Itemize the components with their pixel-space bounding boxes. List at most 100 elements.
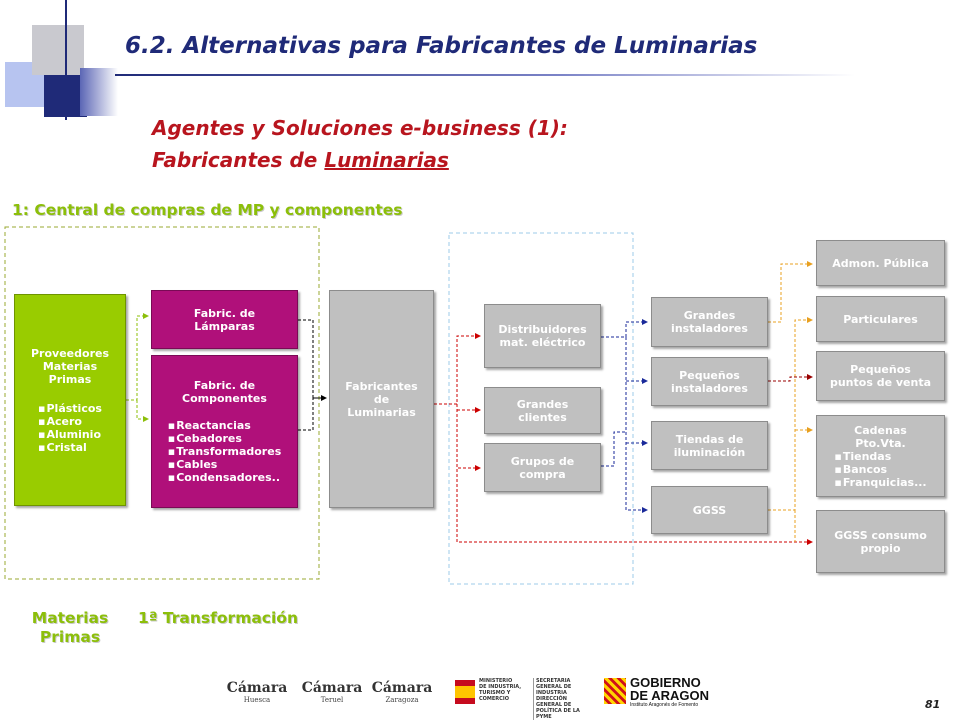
- pequenos-puntos-content: Pequeños puntos de venta: [830, 363, 931, 389]
- aragon-flag-icon: [604, 678, 626, 704]
- ggss-consumo-line1: GGSS consumo: [834, 528, 927, 542]
- pequenos-instaladores-line2: instaladores: [671, 381, 748, 395]
- grandes-clientes-line1: Grandes: [516, 397, 569, 411]
- camara-huesca-logo: Cámara Huesca: [224, 680, 290, 704]
- ministerio-logo: MINISTERIO DE INDUSTRIA, TURISMO Y COMER…: [455, 678, 590, 720]
- fabric-componentes-line2: Componentes: [182, 392, 267, 405]
- camara-zaragoza-name: Cámara: [371, 680, 433, 696]
- decor-square-white-gradient: [80, 68, 118, 116]
- list-item: Franquicias...: [834, 476, 927, 489]
- ministerio-line3: TURISMO Y: [479, 690, 511, 696]
- camara-teruel-logo: Cámara Teruel: [300, 680, 364, 704]
- proveedores-title-line3: Primas: [48, 372, 92, 386]
- decor-square-gray: [32, 25, 84, 75]
- materias-primas-line2: Primas: [39, 628, 101, 646]
- section-label: 1: Central de compras de MP y componente…: [12, 201, 403, 219]
- fabric-componentes-box: Fabric. de Componentes Reactancias Cebad…: [151, 355, 298, 508]
- pequenos-instaladores-box: Pequeños instaladores: [651, 357, 768, 406]
- pequenos-puntos-line2: puntos de venta: [829, 376, 932, 389]
- grandes-instaladores-content: Grandes instaladores: [671, 309, 748, 335]
- subtitle-line2: Fabricantes de Luminarias: [152, 148, 449, 172]
- gobierno-aragon-logo: GOBIERNO DE ARAGON Instituto Aragonés de…: [604, 676, 724, 710]
- materias-primas-label: Materias Primas: [28, 609, 112, 647]
- grandes-instaladores-line2: instaladores: [671, 322, 748, 335]
- page-number: 81: [925, 698, 941, 711]
- grupos-compra-content: Grupos de compra: [511, 455, 574, 481]
- distribuidores-box: Distribuidores mat. eléctrico: [484, 304, 601, 368]
- tiendas-line2: iluminación: [673, 445, 746, 459]
- secretaria-line3: DIRECCIÓN GENERAL DE: [536, 696, 572, 708]
- proveedores-box: Proveedores Materias Primas Plásticos Ac…: [14, 294, 126, 506]
- ggss-box: GGSS: [651, 486, 768, 534]
- cadenas-line2: Pto.Vta.: [855, 436, 906, 450]
- tiendas-iluminacion-content: Tiendas de iluminación: [674, 433, 746, 459]
- gobierno-text: GOBIERNO DE ARAGON Instituto Aragonés de…: [630, 676, 709, 709]
- secretaria-line4: POLÍTICA DE LA PYME: [536, 708, 580, 720]
- fabric-componentes-content: Fabric. de Componentes Reactancias Cebad…: [168, 379, 282, 484]
- subtitle-line1: Agentes y Soluciones e-business (1):: [152, 116, 568, 140]
- gobierno-line3: Instituto Aragonés de Fomento: [630, 702, 699, 708]
- list-item: Bancos: [834, 463, 926, 476]
- fabricantes-luminarias-content: Fabricantes de Luminarias: [345, 380, 417, 419]
- camara-zaragoza-logo: Cámara Zaragoza: [370, 680, 434, 704]
- pequenos-puntos-box: Pequeños puntos de venta: [816, 351, 945, 401]
- proveedores-title-line2: Materias: [42, 359, 98, 373]
- pequenos-puntos-line1: Pequeños: [850, 363, 911, 376]
- secretaria-line1: SECRETARIA GENERAL DE: [536, 678, 572, 690]
- materias-primas-line1: Materias: [31, 609, 109, 627]
- camara-teruel-city: Teruel: [320, 696, 344, 704]
- secretaria-text: SECRETARIA GENERAL DE INDUSTRIA DIRECCIÓ…: [533, 678, 590, 720]
- fabricantes-luminarias-box: Fabricantes de Luminarias: [329, 290, 434, 508]
- list-item: Cables: [168, 458, 282, 471]
- ministerio-text: MINISTERIO DE INDUSTRIA, TURISMO Y COMER…: [479, 678, 521, 702]
- distribuidores-line2: mat. eléctrico: [499, 336, 586, 349]
- decor-vertical-line: [65, 0, 67, 120]
- list-item: Cristal: [38, 441, 102, 454]
- grupos-compra-line1: Grupos de: [510, 454, 575, 468]
- tiendas-iluminacion-box: Tiendas de iluminación: [651, 421, 768, 470]
- page-title: 6.2. Alternativas para Fabricantes de Lu…: [125, 33, 758, 59]
- cadenas-box: Cadenas Pto.Vta. Tiendas Bancos Franquic…: [816, 415, 945, 497]
- cadenas-content: Cadenas Pto.Vta. Tiendas Bancos Franquic…: [834, 424, 927, 489]
- gobierno-line2: DE ARAGON: [630, 688, 709, 703]
- tiendas-line1: Tiendas de: [675, 432, 744, 446]
- camara-teruel-name: Cámara: [301, 680, 363, 696]
- camara-zaragoza-city: Zaragoza: [385, 696, 419, 704]
- list-item: Aluminio: [38, 428, 102, 441]
- pequenos-instaladores-content: Pequeños instaladores: [671, 369, 748, 395]
- particulares-label: Particulares: [843, 312, 918, 326]
- list-item: Acero: [38, 415, 102, 428]
- list-item: Plásticos: [38, 402, 102, 415]
- grandes-clientes-content: Grandes clientes: [517, 398, 569, 424]
- camara-huesca-name: Cámara: [226, 680, 288, 696]
- grandes-clientes-box: Grandes clientes: [484, 387, 601, 434]
- grandes-instaladores-line1: Grandes: [683, 309, 736, 322]
- pequenos-instaladores-line1: Pequeños: [679, 368, 740, 382]
- secretaria-line2: INDUSTRIA: [536, 690, 567, 696]
- fabric-lamparas-line1: Fabric. de: [193, 306, 256, 320]
- admon-publica-box: Admon. Pública: [816, 240, 945, 286]
- ggss-consumo-content: GGSS consumo propio: [834, 529, 927, 555]
- grandes-clientes-line2: clientes: [518, 410, 567, 424]
- title-divider: [115, 74, 855, 76]
- grupos-compra-line2: compra: [519, 467, 566, 481]
- ministerio-line1: MINISTERIO: [479, 678, 513, 684]
- ggss-consumo-line2: propio: [860, 541, 901, 555]
- subtitle-prefix: Fabricantes de: [152, 148, 325, 172]
- list-item: Reactancias: [168, 419, 282, 432]
- list-item: Tiendas: [834, 450, 926, 463]
- grupos-compra-box: Grupos de compra: [484, 443, 601, 492]
- ggss-label: GGSS: [692, 503, 727, 517]
- fabricantes-line3: Luminarias: [347, 405, 416, 419]
- particulares-box: Particulares: [816, 296, 945, 342]
- gobierno-line1: GOBIERNO: [630, 675, 701, 690]
- spain-coat-of-arms-icon: [455, 680, 475, 704]
- admon-publica-label: Admon. Pública: [832, 256, 929, 270]
- proveedores-title-line1: Proveedores: [31, 346, 109, 360]
- fabricantes-line1: Fabricantes: [345, 379, 418, 393]
- primera-transformacion-label: 1ª Transformación: [138, 609, 298, 627]
- distribuidores-line1: Distribuidores: [498, 323, 587, 336]
- fabric-lamparas-line2: Lámparas: [194, 319, 255, 333]
- fabric-componentes-line1: Fabric. de: [193, 379, 256, 392]
- fabricantes-line2: de: [373, 392, 390, 406]
